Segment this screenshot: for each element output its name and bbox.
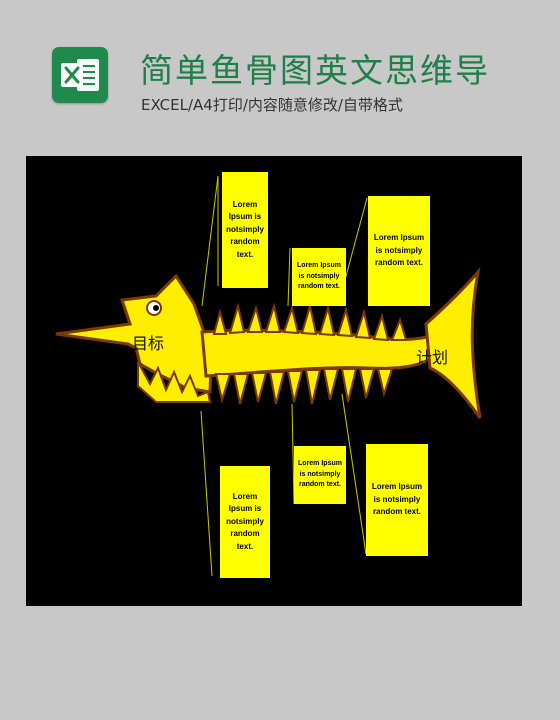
note-bottom-right: Lorem Ipsum is notsimply random text. — [366, 444, 428, 556]
note-text: Lorem Ipsum is notsimply random text. — [226, 200, 264, 259]
excel-icon — [52, 47, 108, 103]
note-text: Lorem Ipsum is notsimply random text. — [298, 459, 342, 489]
page-title: 简单鱼骨图英文思维导 — [140, 51, 490, 90]
note-text: Lorem Ipsum is notsimply random text. — [226, 492, 264, 551]
fish-body — [55, 266, 482, 419]
page-header: 简单鱼骨图英文思维导 EXCEL/A4打印/内容随意修改/自带格式 — [0, 0, 560, 140]
note-text: Lorem Ipsum is notsimply random text. — [297, 261, 341, 291]
note-bottom-middle: Lorem Ipsum is notsimply random text. — [294, 446, 346, 504]
note-top-middle: Lorem Ipsum is notsimply random text. — [292, 248, 346, 306]
tail-label: 计划 — [416, 348, 449, 367]
note-top-left: Lorem Ipsum is notsimply random text. — [222, 172, 268, 288]
fish-skeleton — [55, 175, 482, 577]
note-text: Lorem Ipsum is notsimply random text. — [371, 482, 423, 517]
page-subtitle: EXCEL/A4打印/内容随意修改/自带格式 — [141, 96, 403, 114]
fishbone-diagram: Lorem Ipsum is notsimply random text. Lo… — [26, 156, 522, 606]
note-top-right: Lorem Ipsum is notsimply random text. — [368, 196, 430, 306]
note-text: Lorem Ipsum is notsimply random text. — [373, 233, 425, 268]
head-label: 目标 — [132, 334, 165, 353]
note-bottom-left: Lorem Ipsum is notsimply random text. — [220, 466, 270, 578]
